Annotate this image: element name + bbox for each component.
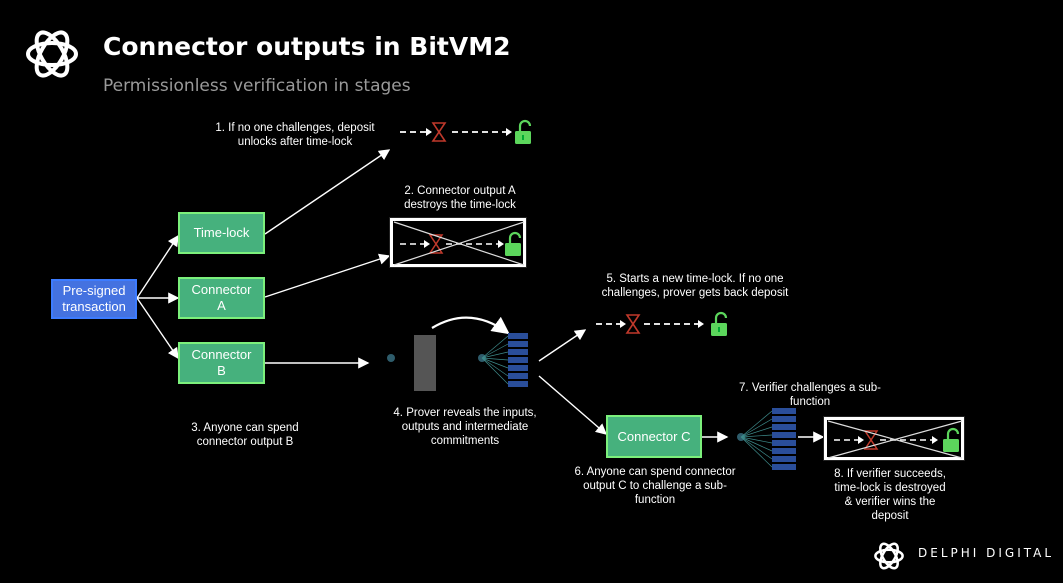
cross-line [393, 221, 525, 266]
step3-caption: 3. Anyone can spend connector output B [191, 422, 299, 448]
merkle-tree-icon [478, 333, 528, 387]
step6-caption: 6. Anyone can spend connector output C t… [574, 466, 736, 506]
step1-timelock-sequence [400, 119, 532, 144]
edge-timelock-step1 [264, 149, 391, 235]
hourglass-icon [863, 430, 879, 450]
delphi-logo-icon [26, 30, 78, 78]
function-block [414, 335, 436, 391]
step7-caption: 7. Verifier challenges a sub- function [739, 382, 881, 408]
hourglass-icon [625, 314, 641, 334]
edge-reveal-curve [431, 316, 510, 335]
step7-merkle-tree-icon [737, 408, 796, 470]
edge-step4-connector-c [538, 375, 608, 435]
unlocked-padlock-icon [515, 119, 532, 144]
connector-b-node: Connector B [178, 342, 265, 384]
connector-a-node: Connector A [178, 277, 265, 319]
brand-name: DELPHI DIGITAL [918, 546, 1055, 560]
step2-caption: 2. Connector output A destroys the time-… [404, 185, 516, 211]
step4-commitment-graphics [387, 333, 528, 391]
step4-caption: 4. Prover reveals the inputs, outputs an… [393, 407, 537, 447]
page-title: Connector outputs in BitVM2 [103, 32, 511, 61]
hourglass-icon [428, 234, 444, 254]
destroyed-timelock-box [389, 217, 527, 268]
verifier-destroyed-timelock-box [823, 416, 965, 461]
unlocked-padlock-icon [505, 231, 522, 256]
step5-caption: 5. Starts a new time-lock. If no one cha… [601, 273, 789, 299]
edge-connector-a-step2 [264, 253, 391, 298]
step5-timelock-sequence [596, 311, 728, 336]
presigned-transaction-node: Pre-signed transaction [51, 279, 137, 319]
delphi-logo-icon [874, 542, 904, 570]
hourglass-icon [431, 122, 447, 142]
unlocked-padlock-icon [943, 427, 960, 452]
page-subtitle: Permissionless verification in stages [103, 76, 411, 96]
edge-step4-step5 [538, 329, 587, 362]
cross-line [827, 420, 963, 459]
input-node [387, 354, 395, 362]
edge-presigned-connector-b [136, 297, 179, 360]
step8-caption: 8. If verifier succeeds, time-lock is de… [834, 468, 946, 522]
timelock-node: Time-lock [178, 212, 265, 254]
edge-presigned-timelock [136, 234, 179, 299]
connector-c-node: Connector C [606, 415, 702, 458]
step1-caption: 1. If no one challenges, deposit unlocks… [215, 122, 375, 148]
unlocked-padlock-icon [711, 311, 728, 336]
